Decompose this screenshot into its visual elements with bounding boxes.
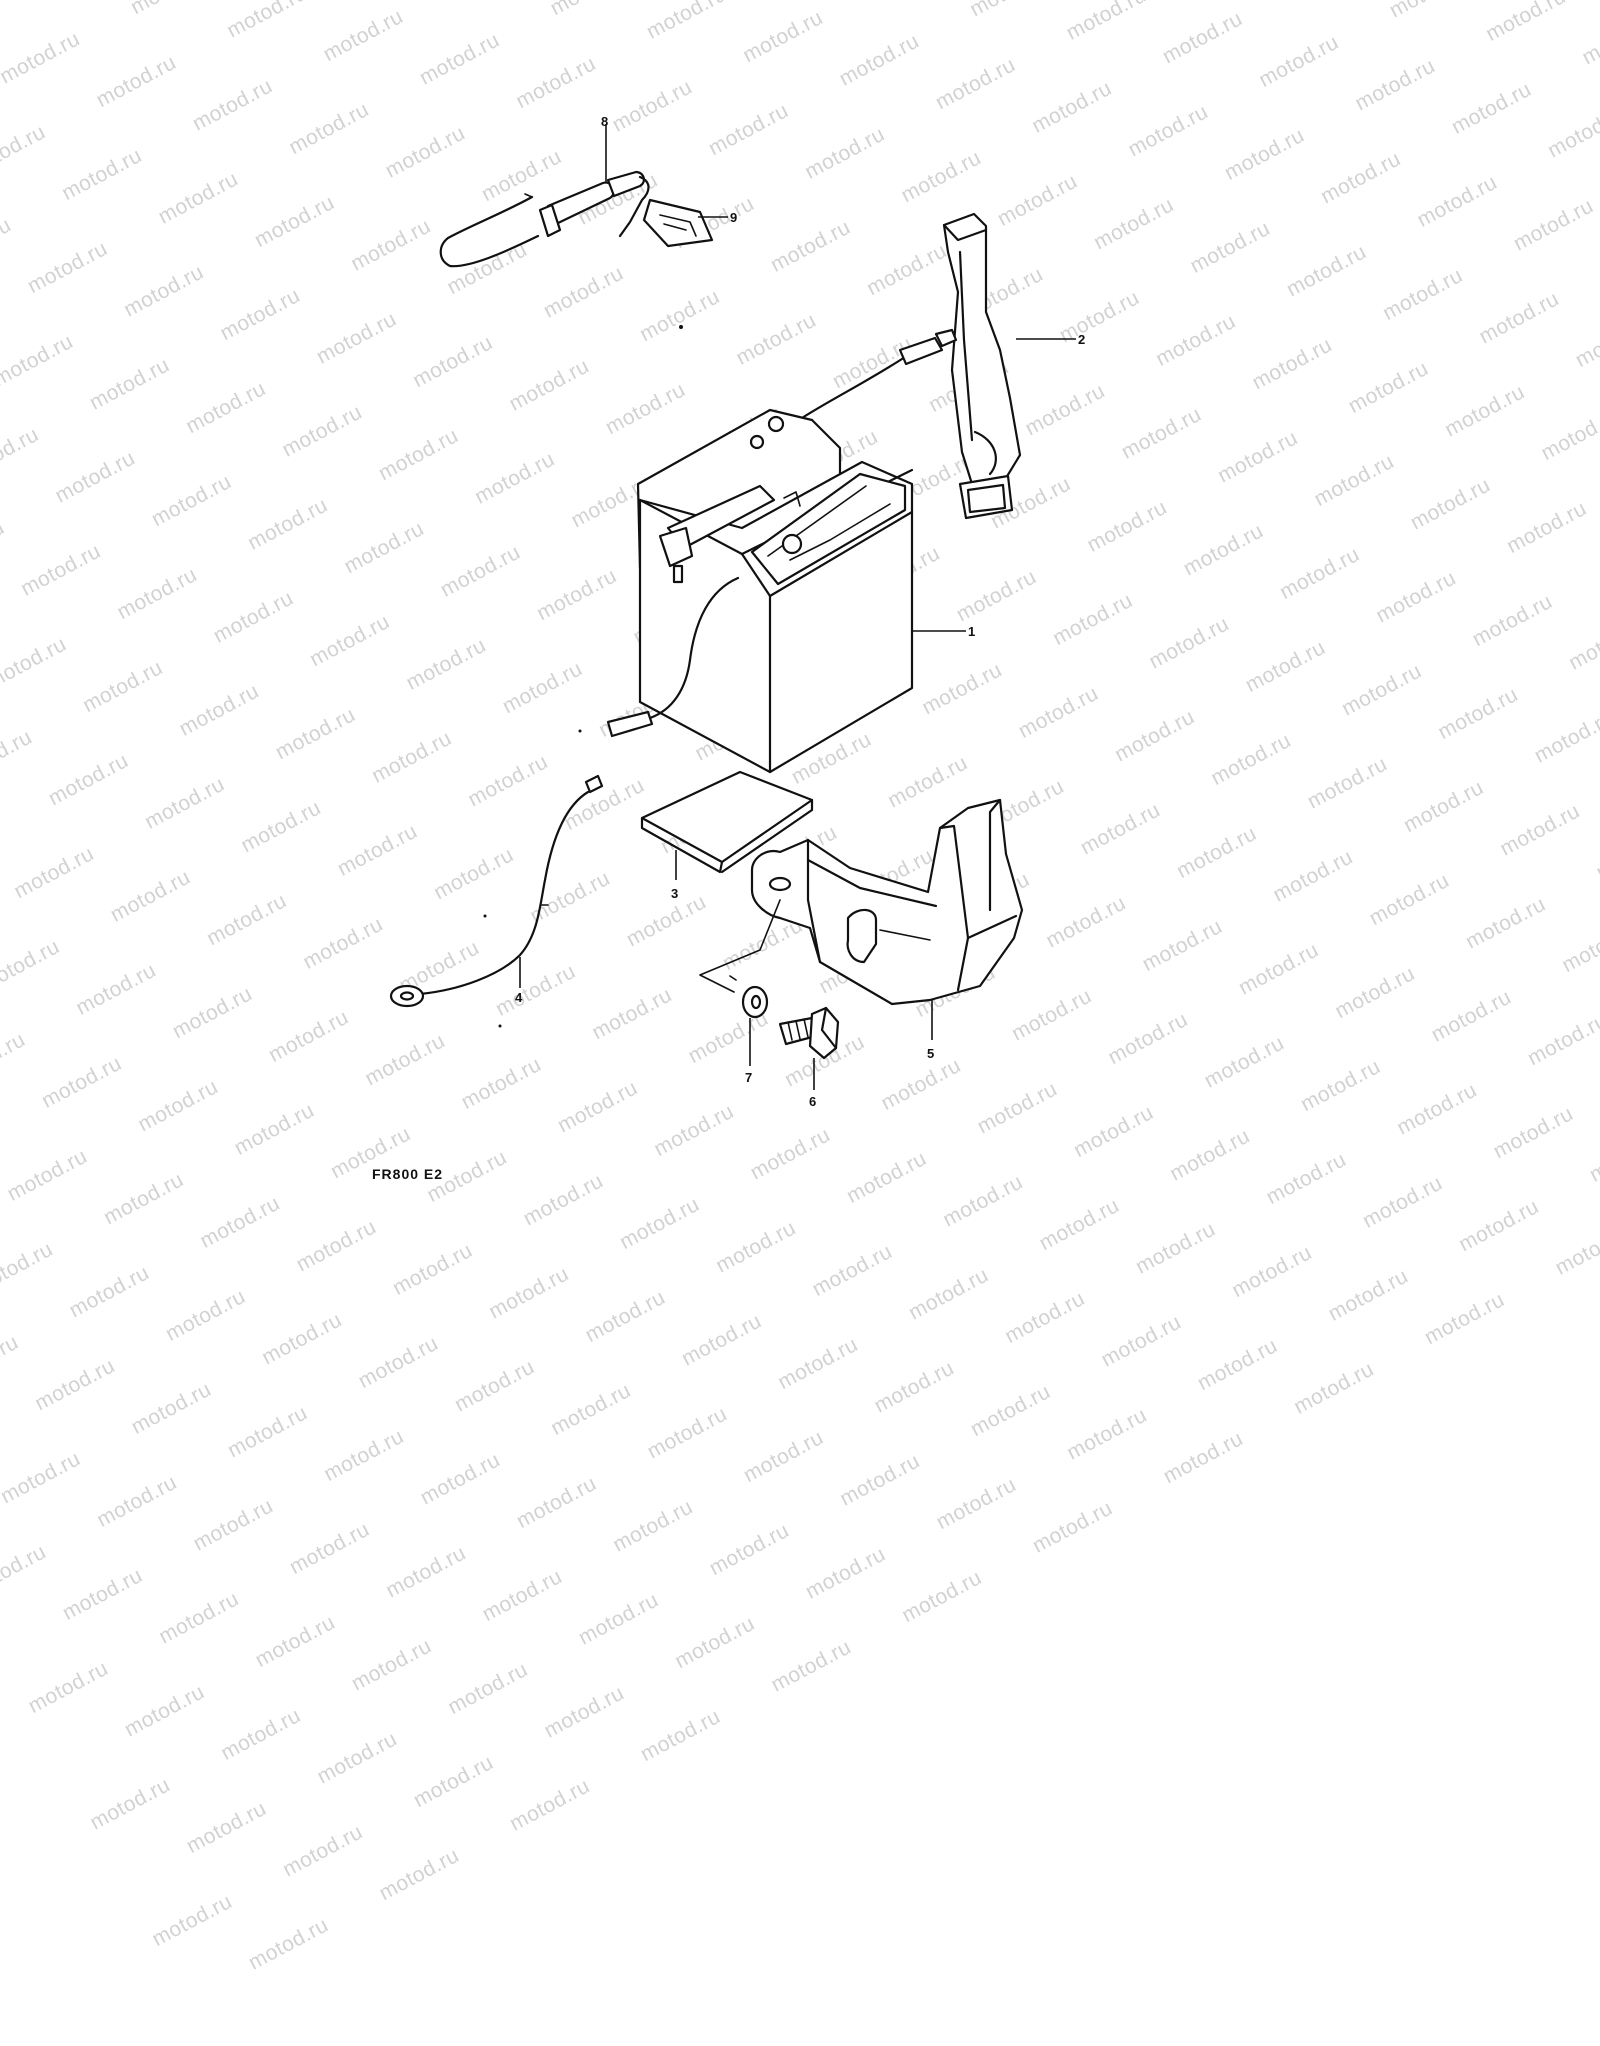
watermark-text: motod.ru [86,1773,174,1835]
watermark-text: motod.ru [904,1263,993,1325]
watermark-text: motod.ru [93,1470,181,1532]
watermark-text: motod.ru [244,1913,333,1975]
callout-5: 5 [927,1046,934,1061]
battery-holder [750,798,1024,1006]
watermark-text: motod.ru [65,1261,154,1323]
watermark-text: motod.ru [285,1517,374,1579]
model-code: FR800 E2 [372,1166,444,1182]
watermark-text: motod.ru [0,1447,85,1509]
watermark-text: motod.ru [409,1750,498,1812]
battery-pad [640,770,814,874]
watermark-text: motod.ru [1228,1240,1316,1303]
watermark-text: motod.ru [347,1634,436,1696]
watermark-text: motod.ru [609,1495,697,1557]
watermark-text: motod.ru [478,1564,566,1626]
washer [741,985,769,1019]
callout-6: 6 [809,1094,816,1109]
parts-diagram: 8 9 2 1 3 4 5 7 6 [389,114,1085,1109]
bolt [778,1006,840,1060]
watermark-text: motod.ru [258,1308,346,1370]
watermark-text: motod.ru [485,1262,573,1324]
watermark-text: motod.ru [120,1680,209,1742]
watermark-text: motod.ru [189,1494,278,1556]
watermark-text: motod.ru [444,1657,532,1719]
watermark-text: motod.ru [705,1518,793,1581]
ground-lead [389,774,604,1008]
positive-lead [800,328,958,420]
watermark-text: motod.ru [148,1889,236,1951]
watermark-text: motod.ru [1290,1357,1378,1419]
leader-lines [519,124,1076,1090]
watermark-text: motod.ru [217,1703,305,1765]
watermark-text: motod.ru [354,1331,443,1393]
watermark-text: motod.ru [0,1330,23,1392]
watermark-text: motod.ru [0,1237,57,1299]
watermark-text: motod.ru [416,1448,505,1510]
watermark-text: motod.ru [870,1356,959,1418]
watermark-text: motod.ru [24,1656,112,1718]
watermark-text: motod.ru [1420,1288,1509,1350]
watermark-text: motod.ru [0,1540,51,1602]
watermark-text: motod.ru [932,1472,1020,1535]
watermark-text: motod.ru [251,1610,339,1672]
watermark-text: motod.ru [31,1354,119,1416]
battery-band [942,212,1022,520]
callout-8: 8 [601,114,608,129]
callout-2: 2 [1078,332,1085,347]
watermark-text: motod.ru [581,1285,670,1347]
callout-1: 1 [968,624,975,639]
watermark-text: motod.ru [1159,1427,1247,1489]
watermark-text: motod.ru [836,1449,924,1511]
watermark-text: motod.ru [0,1376,52,1504]
watermark-text: motod.ru [547,1378,635,1440]
watermark-text: motod.ru [739,1425,828,1487]
callout-9: 9 [730,210,737,225]
battery [606,408,914,774]
watermark-text: motod.ru [161,1284,250,1346]
watermark-text: motod.ru [58,1563,147,1625]
watermark-text: motod.ru [313,1727,401,1789]
watermark-text: motod.ru [643,1402,732,1464]
watermark-text: motod.ru [506,1774,594,1836]
watermark-text: motod.ru [808,1239,897,1301]
watermark-text: motod.ru [767,1635,855,1697]
watermark-text: motod.ru [450,1355,539,1417]
watermark-text: motod.ru [1193,1334,1282,1396]
watermark-text: motod.ru [801,1542,890,1604]
watermark-text: motod.ru [636,1704,725,1767]
fuse-holder-assembly [439,170,714,268]
watermark-text: motod.ru [677,1309,766,1371]
watermark-text: motod.ru [1097,1310,1186,1372]
watermark-text: motod.ru [574,1588,663,1650]
watermark-text: motod.ru [1028,1496,1117,1558]
watermark-text: motod.ru [127,1377,216,1439]
scan-specks [483,325,683,1028]
watermark-text: motod.ru [540,1681,628,1743]
watermark-text: motod.ru [375,1843,463,1906]
callout-4: 4 [515,990,523,1005]
callout-7: 7 [745,1070,752,1085]
watermark-text: motod.ru [898,1565,986,1628]
watermark-text: motod.ru [1063,1403,1151,1465]
watermark-text: motod.ru [320,1424,408,1486]
watermark-text: motod.ru [382,1541,470,1603]
watermark-text: motod.ru [1324,1264,1413,1326]
watermark-text: motod.ru [774,1332,862,1394]
watermark-text: motod.ru [155,1587,243,1649]
watermark-text: motod.ru [1001,1286,1089,1349]
watermark-text: motod.ru [512,1471,601,1533]
watermark-text: motod.ru [223,1401,312,1463]
watermark-text: motod.ru [279,1820,367,1882]
callout-3: 3 [671,886,678,901]
watermark-text: motod.ru [966,1379,1055,1442]
mounting-centerline [699,899,781,993]
watermark-text: motod.ru [182,1796,271,1858]
watermark-text: motod.ru [388,1238,477,1300]
watermark-text: motod.ru [671,1611,759,1674]
